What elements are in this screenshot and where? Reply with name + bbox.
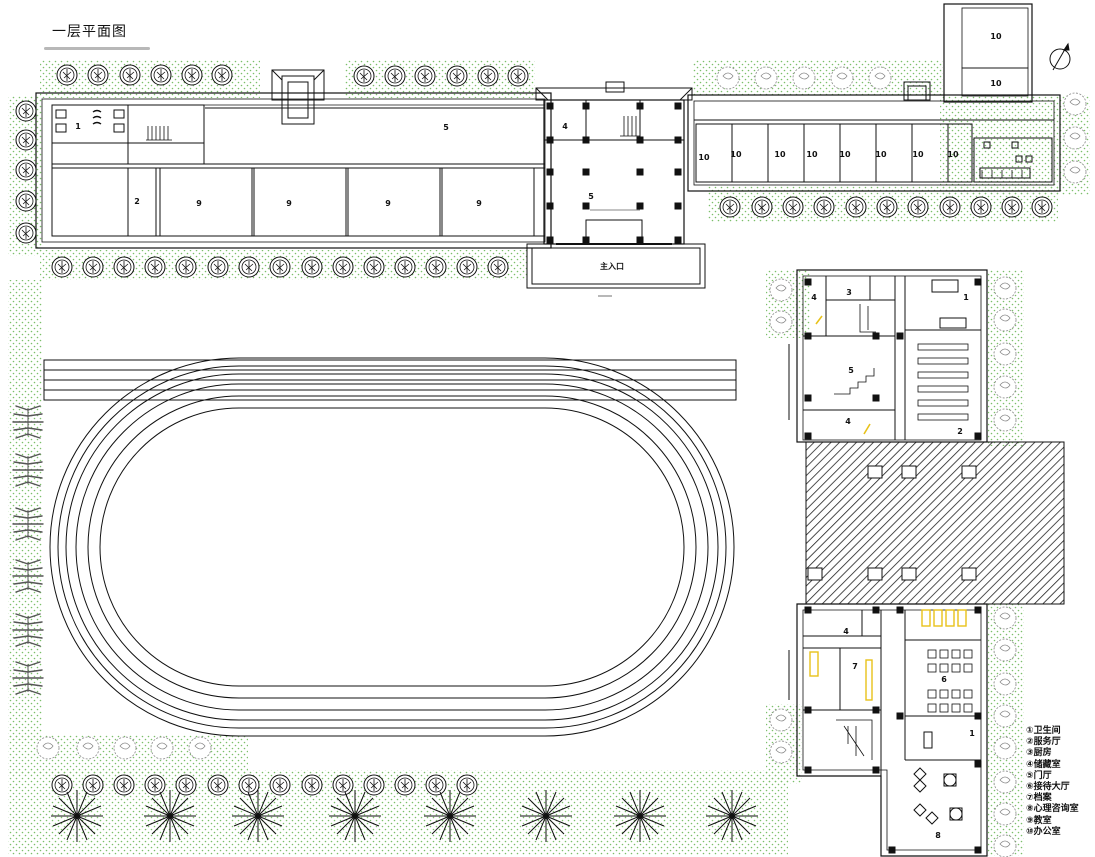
room-label: 1 [963,293,969,302]
room-label: 1 [969,729,975,738]
legend-item: ⑤门厅 [1026,770,1052,781]
north-building [35,92,552,249]
east-building-upper [788,269,988,443]
east-lower-columns [804,606,982,854]
room-label: 5 [848,366,854,375]
legend-item: ⑦档案 [1026,793,1052,804]
legend-item: ⑥接待大厅 [1026,782,1070,793]
counseling-furniture [913,767,963,825]
room-label: 10 [730,150,742,159]
north-stair-tower [271,69,325,125]
room-label: 9 [476,199,482,208]
plan-title: 一层平面图 [52,24,127,40]
room-label: 10 [806,150,818,159]
northeast-annex [903,3,1033,103]
room-label: 5 [588,192,594,201]
entrance-hall [526,81,706,297]
room-label: 4 [843,627,849,636]
hatched-plaza [805,441,1065,605]
room-label: 6 [941,675,947,684]
east-office-wing [687,94,1061,192]
room-label: 4 [811,293,817,302]
room-label: 1 [75,122,81,131]
legend: ①卫生间 ②服务厅 ③厨房 ④储藏室 ⑤门厅 ⑥接待大厅 ⑦档案 ⑧心理咨询室 … [1026,726,1094,838]
east-building-lower [788,603,988,857]
room-label: 10 [990,79,1002,88]
room-label: 4 [562,122,568,131]
legend-item: ⑩办公室 [1026,826,1061,837]
legend-item: ④储藏室 [1026,759,1061,770]
legend-item: ⑨教室 [1026,815,1052,826]
room-label: 7 [852,662,858,671]
title-underline [44,47,150,50]
running-track [43,357,737,737]
room-label: 10 [774,150,786,159]
room-label: 10 [875,150,887,159]
tree-row-south-of-north-building [51,256,509,278]
north-arrow-icon [1049,42,1071,71]
room-label: 10 [990,32,1002,41]
room-label: 8 [935,831,941,840]
room-label: 9 [286,199,292,208]
room-label: 10 [698,153,710,162]
room-label: 2 [957,427,963,436]
room-labels: 1 5 2 9 9 9 9 4 5 主入口 10 10 10 10 10 10 … [75,32,1002,840]
room-label: 10 [839,150,851,159]
legend-item: ①卫生间 [1026,726,1061,736]
main-entrance-label: 主入口 [600,261,624,271]
room-label: 4 [845,417,851,426]
room-label: 5 [443,123,449,132]
room-label: 9 [196,199,202,208]
classroom-desks [917,343,969,421]
room-label: 3 [846,288,852,297]
reception-seating [927,649,973,713]
room-label: 10 [947,150,959,159]
legend-item: ②服务厅 [1026,737,1061,748]
room-label: 2 [134,197,140,206]
east-upper-columns [804,278,982,440]
legend-item: ③厨房 [1026,748,1052,759]
room-label: 10 [912,150,924,159]
room-label: 9 [385,199,391,208]
legend-item: ⑧心理咨询室 [1026,804,1079,815]
